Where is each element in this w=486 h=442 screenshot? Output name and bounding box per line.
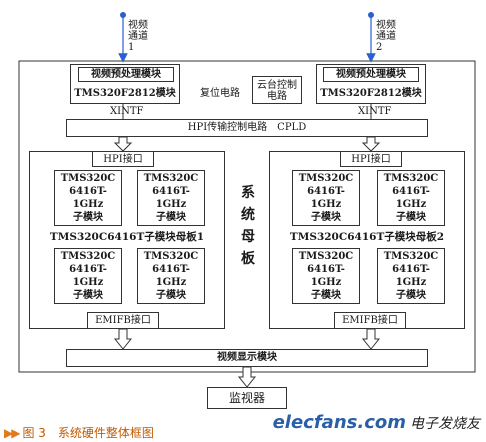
- caption-arrow-icon: ▶▶: [4, 426, 21, 440]
- xintf-left-label: XINTF: [110, 106, 144, 117]
- hpi-port-right: [340, 151, 402, 167]
- hpi-port-left-label: HPI接口: [103, 154, 143, 165]
- hpi-cpld-bus: [66, 119, 428, 137]
- caption-text: 图 3 系统硬件整体框图: [22, 426, 154, 440]
- reset-circuit: [195, 84, 245, 102]
- emif-port-right: [334, 312, 406, 329]
- video-display-module: [66, 349, 428, 367]
- emif-port-left: [87, 312, 159, 329]
- system-board-label: 系 统 母 板: [241, 185, 255, 267]
- hpi-port-left: [92, 151, 154, 167]
- ptz-control-circuit: [252, 76, 302, 104]
- preprocess-label-left: 视频预处理模块: [78, 67, 174, 82]
- brand-cn: 电子发烧友: [410, 416, 480, 432]
- video-display-label: 视频显示模块: [217, 352, 277, 363]
- board-left-title: TMS320C6416T子模块母板1: [49, 231, 205, 243]
- figure-caption: ▶▶图 3 系统硬件整体框图: [4, 424, 154, 441]
- input-channel-1-label: 视频 通道 1: [128, 20, 148, 53]
- board-right-title: TMS320C6416T子模块母板2: [289, 231, 445, 243]
- preprocess-label-right: 视频预处理模块: [323, 67, 419, 82]
- hpi-port-right-label: HPI接口: [351, 154, 391, 165]
- emif-port-right-label: EMIFB接口: [342, 315, 398, 326]
- dsp-f2812-left: TMS320F2812模块: [74, 88, 176, 99]
- dsp-f2812-right: TMS320F2812模块: [320, 88, 422, 99]
- brand-en: elecfans.com: [272, 412, 406, 433]
- xintf-right-label: XINTF: [358, 106, 392, 117]
- monitor-box: [207, 387, 287, 409]
- hpi-cpld-label: HPI传输控制电路 CPLD: [187, 122, 307, 133]
- emif-port-left-label: EMIFB接口: [95, 315, 151, 326]
- reset-circuit-label: 复位电路: [200, 88, 240, 99]
- ptz-control-label: 云台控制 电路: [257, 80, 297, 102]
- monitor-label: 监视器: [228, 391, 265, 405]
- input-channel-2-label: 视频 通道 2: [376, 20, 396, 53]
